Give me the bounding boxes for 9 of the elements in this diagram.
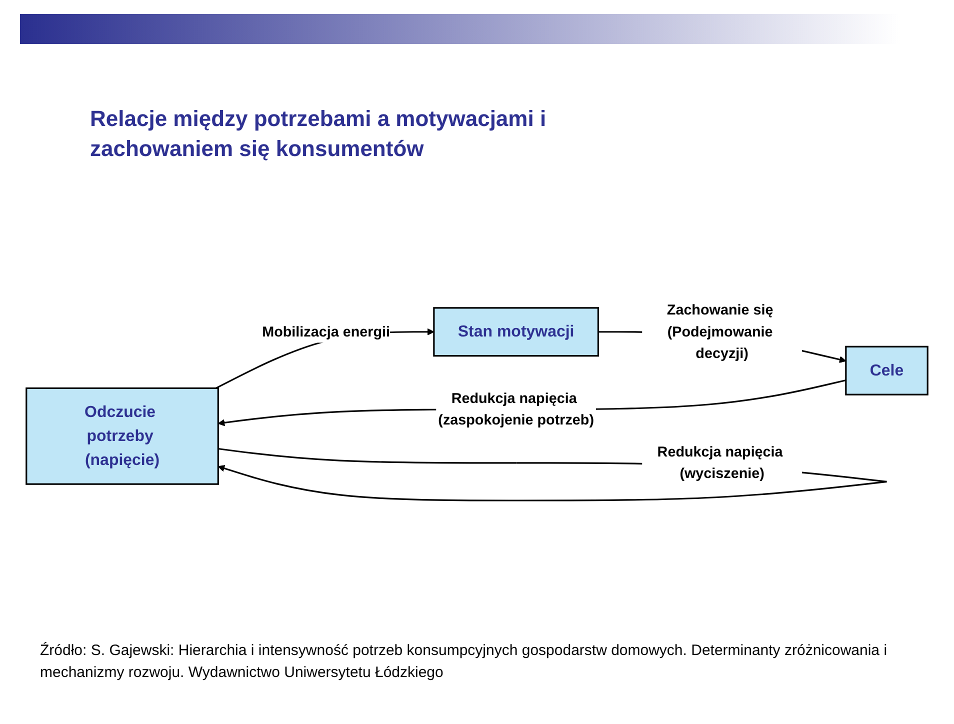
- edge-label: Zachowanie się (Podejmowanie decyzji): [666, 302, 774, 362]
- caption: Źródło: S. Gajewski: Hierarchia i intensywność potrzeb konsumpcyjnych gospodarstw domowych. Determinanty zróżnicowania i mechanizmy rozwoju. Wydawnictwo Uniwersytetu Łódzkiego: [40, 641, 888, 683]
- title: Relacje między potrzebami a motywacjami i zachowaniem się konsumentów: [90, 105, 548, 163]
- edge-label: Redukcja napięcia (wyciszenie): [657, 444, 783, 482]
- edge-label: Mobilizacja energii: [262, 323, 390, 340]
- edge-label: Redukcja napięcia (zaspokojenie potrzeb): [438, 390, 594, 428]
- node-box: Cele: [845, 346, 928, 396]
- node-box: Odczucie potrzeby (napięcie): [26, 387, 219, 485]
- node-box: Stan motywacji: [433, 307, 600, 357]
